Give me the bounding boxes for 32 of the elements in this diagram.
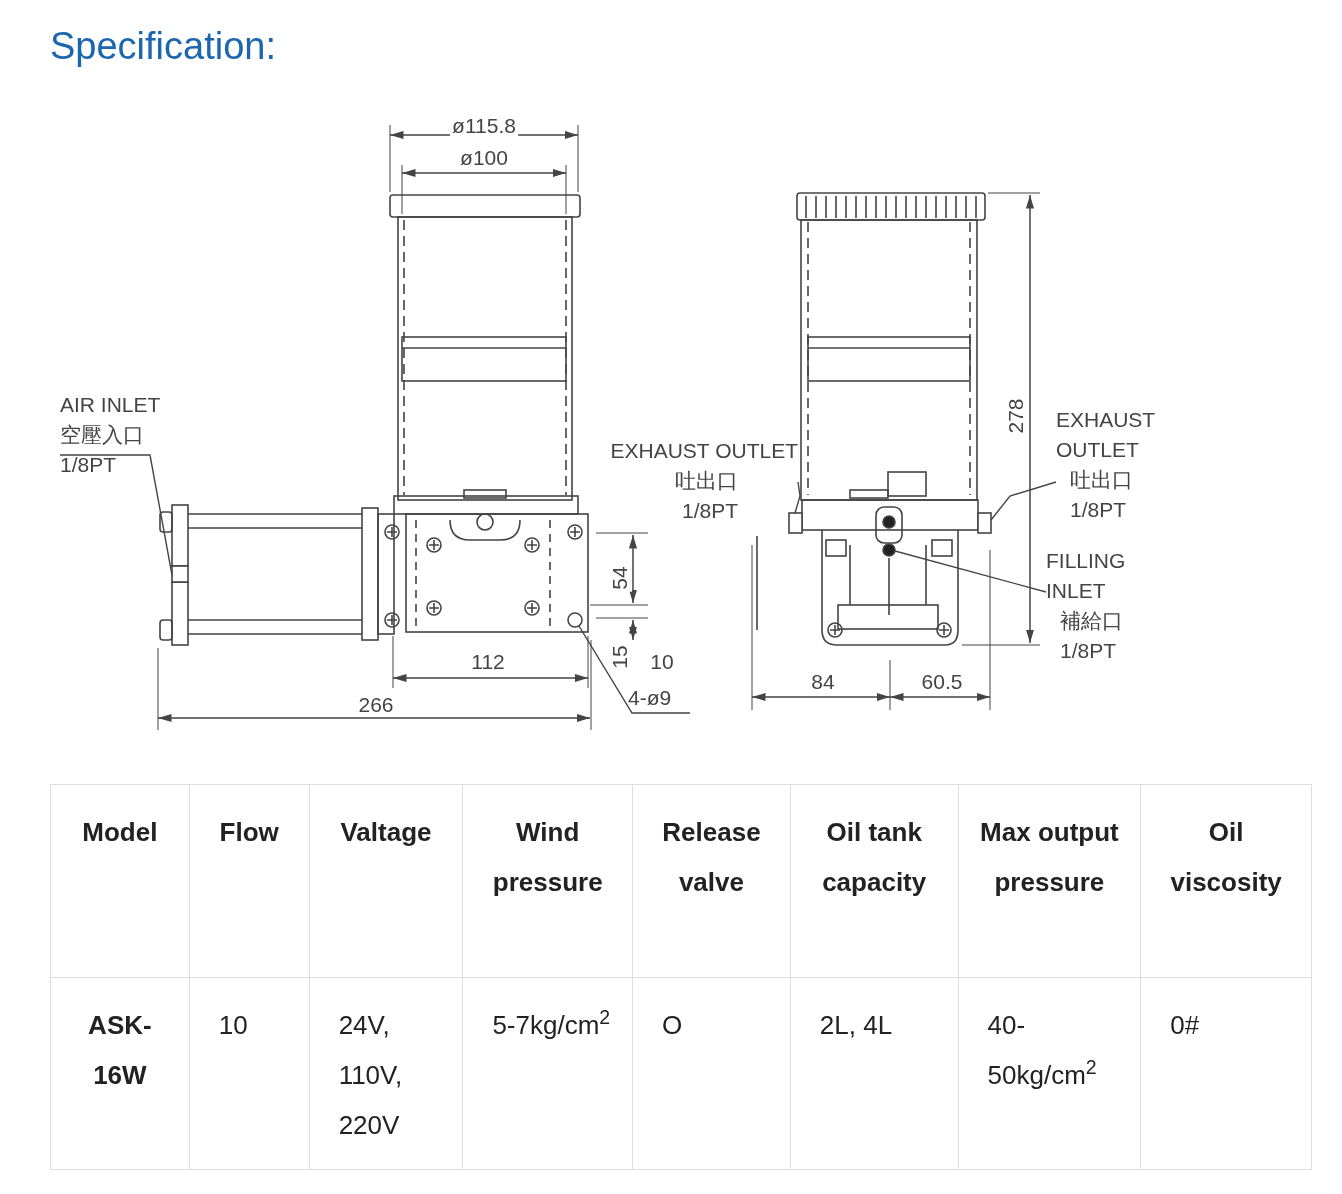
- table-cell: O: [633, 978, 791, 1169]
- table-cell: 2L, 4L: [790, 978, 959, 1169]
- callout-text: EXHAUST OUTLET 吐出口 1/8PT: [610, 436, 798, 526]
- table-cell: 24V, 110V, 220V: [309, 978, 464, 1169]
- leader-line: [990, 481, 1057, 521]
- callout-text: AIR INLET 空壓入口 1/8PT: [60, 390, 161, 480]
- table-header-cell: Valtage: [309, 785, 464, 977]
- page-title: Specification:: [50, 24, 276, 69]
- table-header-cell: Model: [51, 785, 190, 977]
- table-cell: 5-7kg/cm$^{2}$: [463, 978, 634, 1169]
- port-hole: [882, 543, 896, 557]
- table-header-cell-text: Oil viscosity: [1169, 816, 1283, 899]
- port-fitting: [788, 512, 803, 534]
- port-fitting: [171, 565, 189, 583]
- callout-text: EXHAUST OUTLET 吐出口 1/8PT: [1056, 405, 1168, 525]
- table-cell: 40-50kg/cm$^{2}$: [958, 978, 1142, 1169]
- table-header-cell: Max output pressure: [958, 785, 1142, 977]
- table-header-cell: Flow: [189, 785, 310, 977]
- leader-line: [794, 481, 801, 514]
- table-header-cell: Wind pressure: [463, 785, 634, 977]
- leader-line: [894, 550, 1047, 593]
- table-cell: 10: [189, 978, 310, 1169]
- table-cell-text: 0#: [1169, 1009, 1201, 1042]
- mounting-hole: [567, 612, 583, 628]
- table-header-cell: Release valve: [633, 785, 791, 977]
- leader-line: [578, 625, 691, 714]
- port-fitting: [977, 512, 992, 534]
- leader-line: [59, 454, 173, 576]
- table-header-cell: Oil tank capacity: [790, 785, 959, 977]
- table-cell: ASK-16W: [51, 978, 190, 1169]
- callout-text: FILLING INLET 補給口 1/8PT: [1046, 546, 1158, 666]
- callout-text: 4-ø9: [628, 683, 672, 713]
